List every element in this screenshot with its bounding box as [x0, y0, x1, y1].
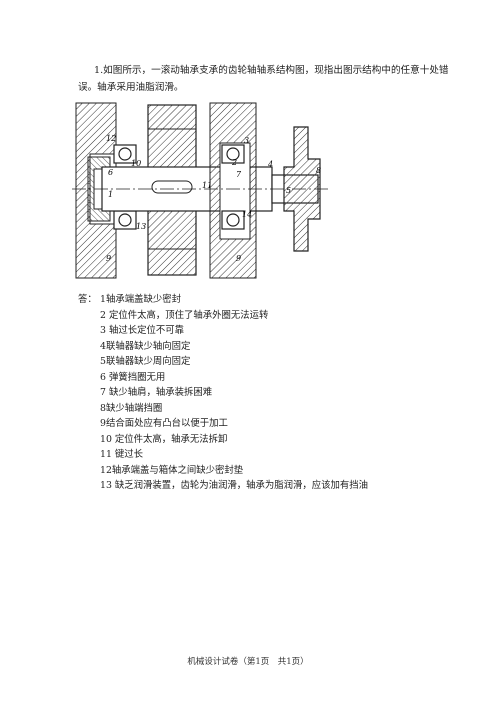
label-8: 8: [316, 166, 321, 175]
key: [151, 180, 193, 194]
label-4: 4: [267, 160, 273, 169]
answer-item: 11 键过长: [100, 449, 144, 460]
answer-row: 5联轴器缺少周向固定: [78, 354, 478, 370]
label-5: 5: [286, 186, 291, 195]
shaft-drawing: 12 13 10 6 1 11 5 8 3 2 7 4 14 9 9: [72, 102, 328, 279]
answer-item: 13 缺乏润滑装置，齿轮为油润滑，轴承为脂润滑，应该加有挡油: [100, 480, 369, 491]
right-bearing-bottom: [221, 210, 245, 230]
answer-row: 2 定位件太高，顶住了轴承外圈无法运转: [78, 308, 478, 324]
answer-item: 6 弹簧挡圈无用: [100, 371, 166, 383]
label-7: 7: [236, 170, 242, 179]
answer-row: 8缺少轴端挡圈: [78, 401, 478, 417]
answer-item: 5联轴器缺少周向固定: [100, 356, 191, 367]
label-3: 3: [244, 136, 249, 145]
answer-row: 11 键过长: [78, 447, 478, 463]
answer-row: 9结合面处应有凸台以便于加工: [78, 416, 478, 432]
answer-item: 2 定位件太高，顶住了轴承外圈无法运转: [100, 309, 269, 321]
shaft-structure-figure: 12 13 10 6 1 11 5 8 3 2 7 4 14 9 9: [72, 99, 328, 285]
label-9-left: 9: [106, 254, 111, 263]
answer-row: 13 缺乏润滑装置，齿轮为油润滑，轴承为脂润滑，应该加有挡油: [78, 478, 478, 494]
answer-item: 1轴承端盖缺少密封: [100, 294, 181, 305]
page-footer: 机械设计试卷（第1页 共1页）: [187, 657, 309, 667]
answer-item: 10 定位件太高，轴承无法拆卸: [100, 433, 228, 445]
answer-item: 4联轴器缺少轴向固定: [100, 340, 191, 352]
label-1: 1: [108, 190, 113, 199]
answer-prefix: 答：: [78, 294, 97, 305]
answer-item: 3 轴过长定位不可靠: [100, 325, 184, 336]
answer-item: 7 缺少轴肩，轴承装拆困难: [100, 387, 213, 398]
question-body: 1.如图所示，一滚动轴承支承的齿轮轴轴系结构图，现指出图示结构中的任意十处错误。…: [78, 65, 449, 93]
answer-row: 6 弹簧挡圈无用: [78, 370, 478, 386]
answer-row: 3 轴过长定位不可靠: [78, 323, 478, 339]
answer-row: 12轴承端盖与箱体之间缺少密封垫: [78, 463, 478, 479]
answer-row: 10 定位件太高，轴承无法拆卸: [78, 432, 478, 448]
answer-item: 12轴承端盖与箱体之间缺少密封垫: [100, 464, 244, 476]
right-bearing-top: [221, 144, 245, 164]
answer-row: 4联轴器缺少轴向固定: [78, 339, 478, 355]
label-9-right: 9: [236, 254, 241, 263]
left-bearing-top: [113, 144, 137, 164]
label-11: 11: [202, 181, 212, 190]
answer-row: 答：1轴承端盖缺少密封: [78, 292, 478, 308]
label-10: 10: [131, 159, 141, 168]
answer-item: 8缺少轴端挡圈: [100, 402, 163, 414]
answer-item: 9结合面处应有凸台以便于加工: [100, 418, 228, 429]
question-text: 1.如图所示，一滚动轴承支承的齿轮轴轴系结构图，现指出图示结构中的任意十处错误。…: [78, 62, 460, 96]
label-12: 12: [106, 134, 116, 143]
answer-list: 答：1轴承端盖缺少密封 2 定位件太高，顶住了轴承外圈无法运转 3 轴过长定位不…: [78, 292, 478, 494]
answer-row: 7 缺少轴肩，轴承装拆困难: [78, 385, 478, 401]
label-6: 6: [108, 168, 113, 177]
label-13: 13: [136, 222, 146, 231]
label-14: 14: [242, 210, 252, 219]
label-2: 2: [231, 158, 237, 167]
